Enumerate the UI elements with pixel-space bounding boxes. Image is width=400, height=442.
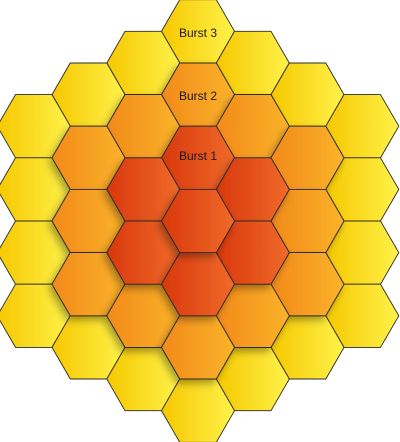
burst-labels: Burst 3 Burst 2 Burst 1: [179, 26, 217, 163]
burst-1-label: Burst 1: [179, 149, 217, 163]
hex-cell-ring-0: [160, 188, 236, 254]
burst-2-label: Burst 2: [179, 89, 217, 103]
burst-3-label: Burst 3: [179, 26, 217, 40]
